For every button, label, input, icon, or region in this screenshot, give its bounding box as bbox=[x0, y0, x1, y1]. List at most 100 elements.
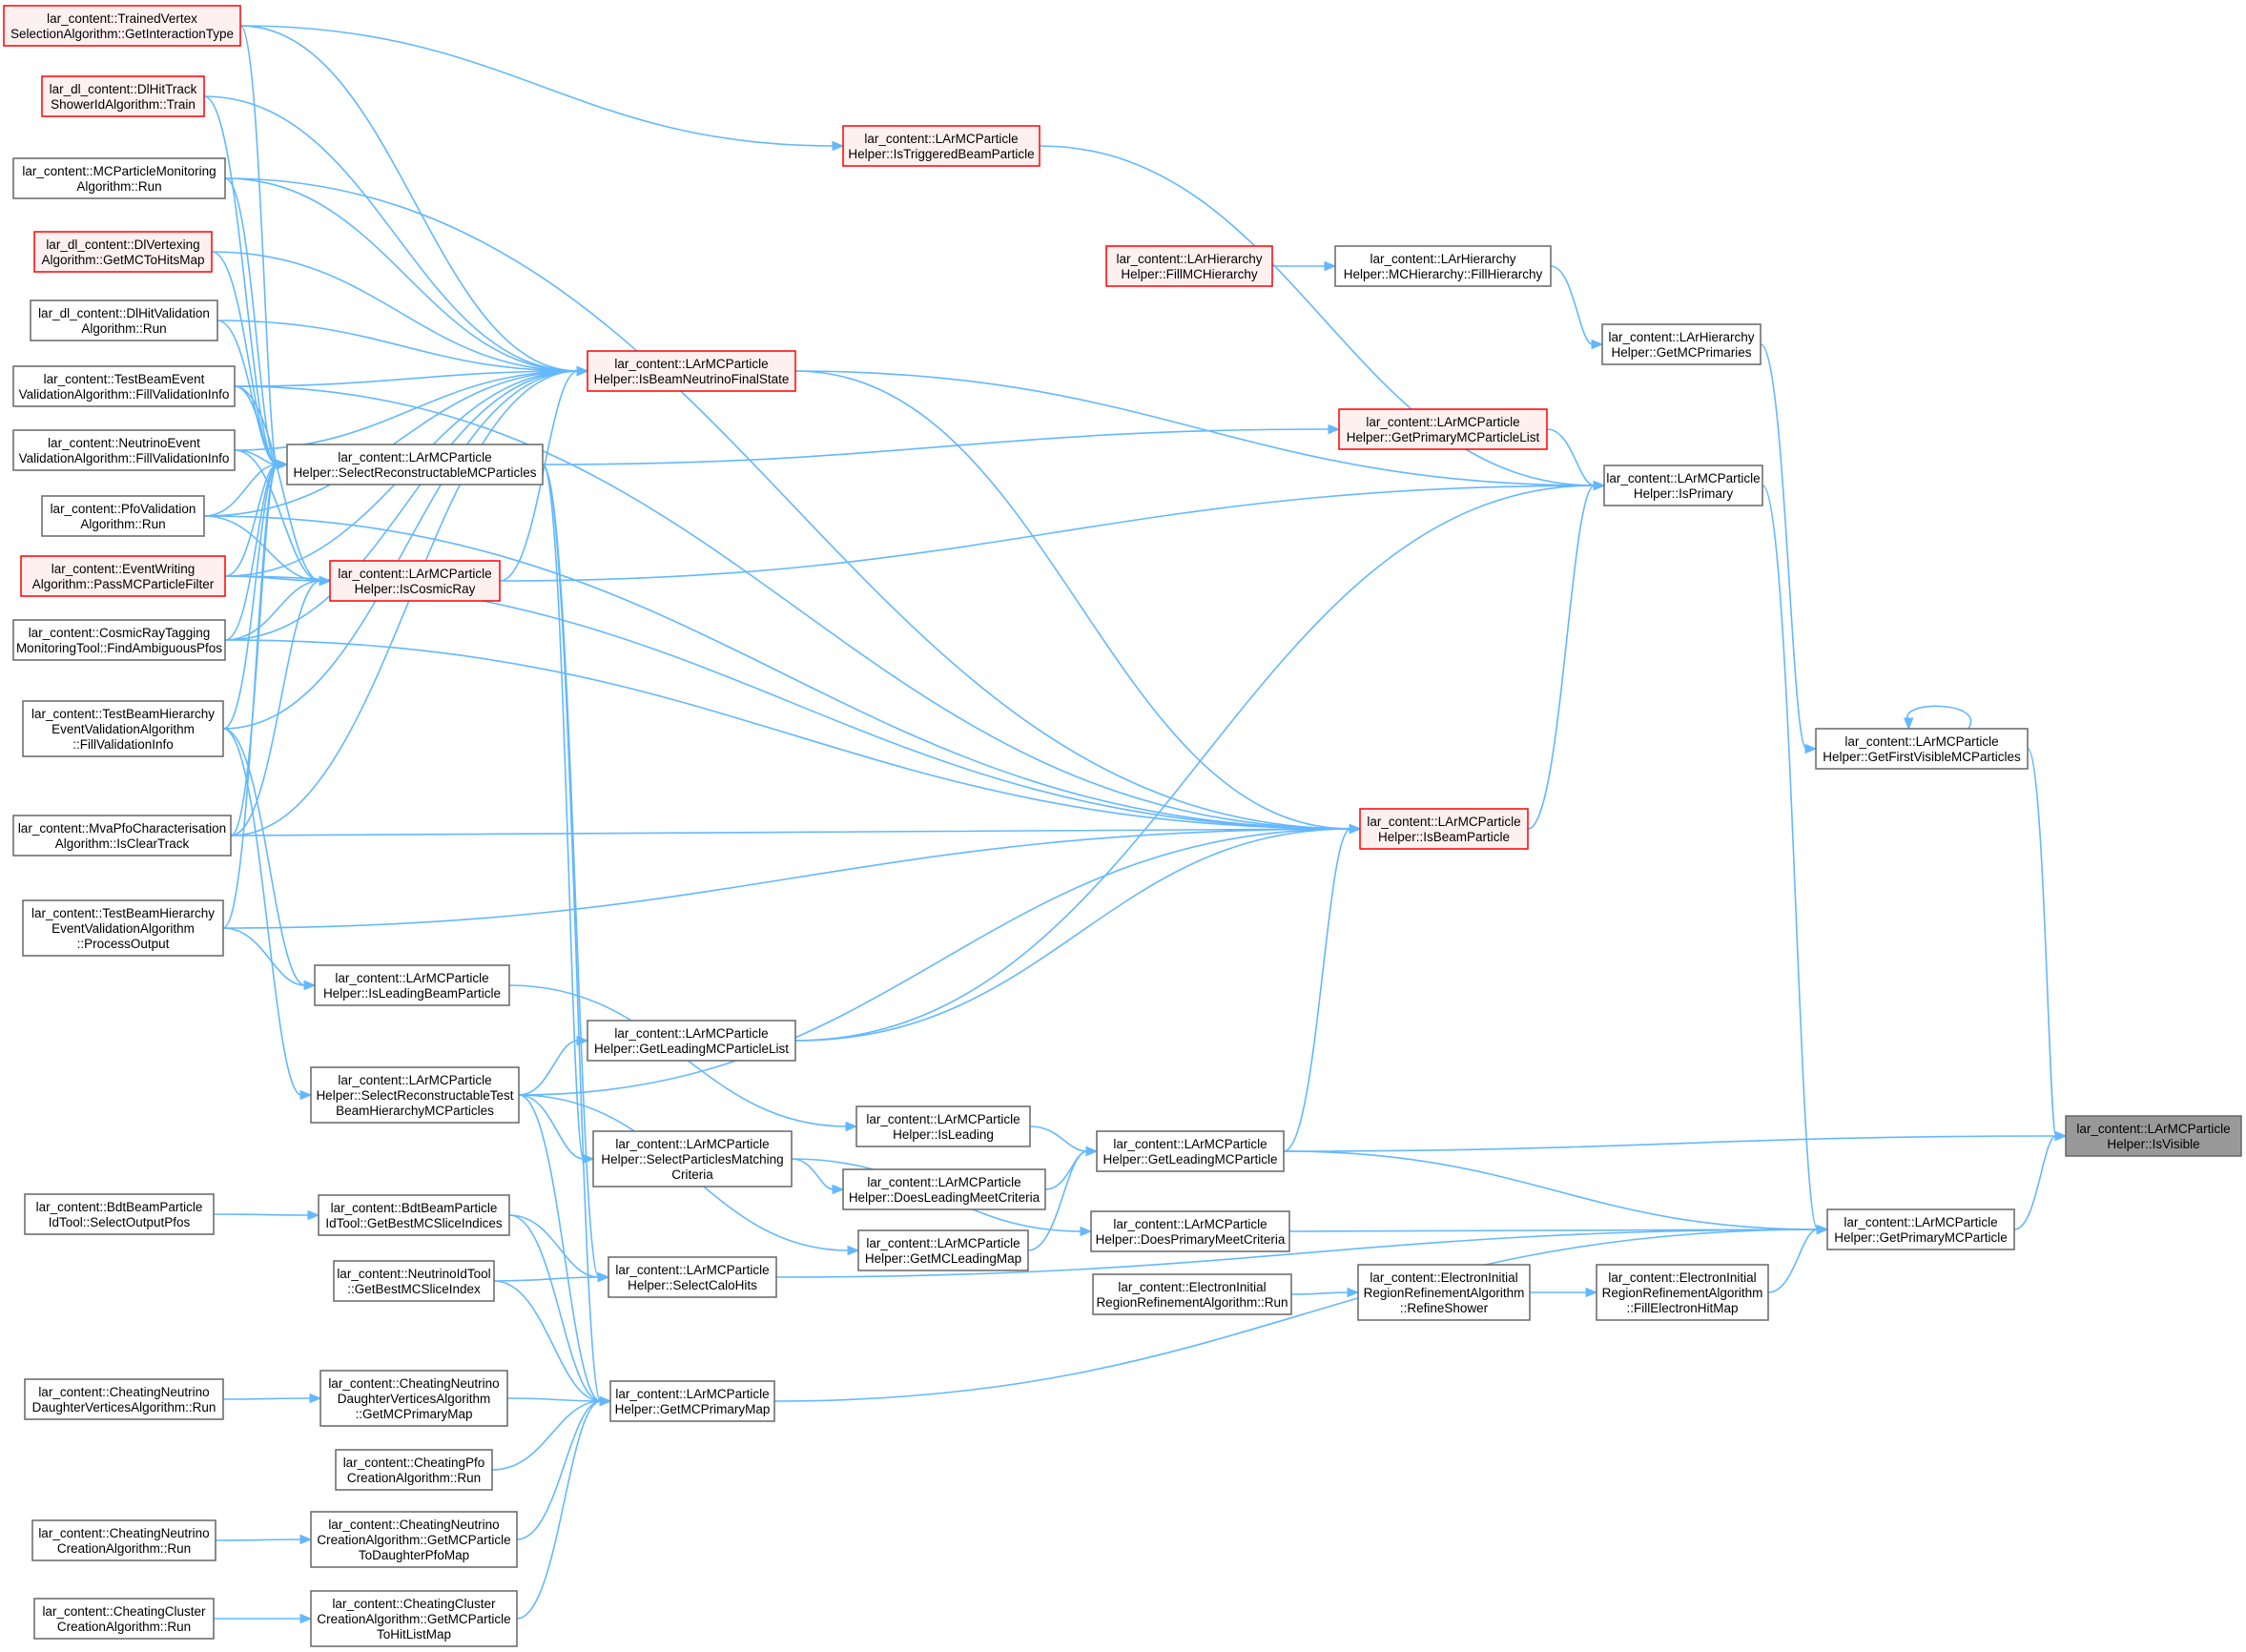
node-box bbox=[1359, 808, 1529, 850]
node-n38[interactable]: lar_content::LArMCParticleHelper::DoesPr… bbox=[1090, 1210, 1290, 1252]
node-label-line: Algorithm::GetMCToHitsMap bbox=[41, 253, 204, 267]
node-n9[interactable]: lar_content::EventWritingAlgorithm::Pass… bbox=[20, 555, 226, 597]
node-label-line: lar_content::LArMCParticle bbox=[864, 132, 1018, 146]
node-n7[interactable]: lar_content::NeutrinoEventValidationAlgo… bbox=[12, 429, 236, 471]
edge-line bbox=[508, 1214, 600, 1278]
node-n45[interactable]: lar_content::LArHierarchyHelper::GetMCPr… bbox=[1601, 323, 1762, 365]
node-n2[interactable]: lar_dl_content::DlHitTrackShowerIdAlgori… bbox=[41, 75, 205, 117]
edge-n29-n42 bbox=[794, 823, 1362, 1042]
node-n20[interactable]: lar_content::LArMCParticleHelper::IsLead… bbox=[314, 964, 510, 1006]
node-label-line: Algorithm::PassMCParticleFilter bbox=[32, 577, 215, 591]
node-n18[interactable]: lar_content::LArMCParticleHelper::Select… bbox=[286, 444, 544, 485]
node-label-line: lar_content::LArMCParticle bbox=[1113, 1217, 1267, 1231]
edge-n11-n21 bbox=[222, 728, 313, 1101]
node-n24[interactable]: lar_content::CheatingNeutrinoDaughterVer… bbox=[319, 1370, 508, 1427]
edge-arrowhead bbox=[845, 1121, 858, 1132]
node-n33[interactable]: lar_content::LArMCParticleHelper::IsTrig… bbox=[842, 125, 1041, 167]
edge-arrowhead bbox=[1591, 339, 1604, 350]
node-label-line: Criteria bbox=[671, 1167, 713, 1182]
node-n49[interactable]: lar_content::LArMCParticleHelper::GetPri… bbox=[1826, 1208, 2015, 1250]
node-n5[interactable]: lar_dl_content::DlHitValidationAlgorithm… bbox=[30, 299, 218, 341]
node-n11[interactable]: lar_content::TestBeamHierarchyEventValid… bbox=[22, 700, 224, 757]
node-n50[interactable]: lar_content::LArMCParticleHelper::IsVisi… bbox=[2065, 1115, 2242, 1157]
edge-line bbox=[518, 828, 1351, 1096]
node-n32[interactable]: lar_content::LArMCParticleHelper::GetMCP… bbox=[609, 1380, 775, 1422]
node-n36[interactable]: lar_content::LArMCParticleHelper::GetMCL… bbox=[857, 1229, 1029, 1271]
node-n35[interactable]: lar_content::LArMCParticleHelper::DoesLe… bbox=[842, 1168, 1046, 1210]
node-n46[interactable]: lar_content::LArMCParticleHelper::IsPrim… bbox=[1603, 465, 1763, 506]
node-n30[interactable]: lar_content::LArMCParticleHelper::Select… bbox=[592, 1130, 793, 1187]
node-box bbox=[12, 429, 236, 471]
node-box bbox=[24, 1378, 224, 1420]
edge-line bbox=[775, 1229, 1819, 1278]
node-box bbox=[608, 1256, 777, 1298]
node-label-line: Helper::IsBeamParticle bbox=[1378, 830, 1510, 844]
edge-line bbox=[1283, 828, 1351, 1152]
node-n34[interactable]: lar_content::LArMCParticleHelper::IsLead… bbox=[855, 1105, 1031, 1147]
node-n12[interactable]: lar_content::MvaPfoCharacterisationAlgor… bbox=[12, 815, 232, 857]
node-label-line: RegionRefinementAlgorithm::Run bbox=[1096, 1295, 1288, 1310]
node-n42[interactable]: lar_content::LArMCParticleHelper::IsBeam… bbox=[1359, 808, 1529, 850]
node-n28[interactable]: lar_content::LArMCParticleHelper::IsBeam… bbox=[587, 350, 796, 392]
edge-line bbox=[213, 1213, 310, 1216]
node-n6[interactable]: lar_content::TestBeamEventValidationAlgo… bbox=[12, 365, 236, 407]
edge-n27-n32 bbox=[516, 1395, 612, 1620]
node-box bbox=[318, 1194, 510, 1236]
node-label-line: lar_content::LArMCParticle bbox=[615, 1387, 769, 1401]
node-n31[interactable]: lar_content::LArMCParticleHelper::Select… bbox=[608, 1256, 777, 1298]
edge-arrowhead bbox=[576, 1035, 589, 1046]
edge-line bbox=[234, 385, 321, 582]
node-n13[interactable]: lar_content::TestBeamHierarchyEventValid… bbox=[22, 899, 224, 957]
node-n26[interactable]: lar_content::CheatingNeutrinoCreationAlg… bbox=[310, 1511, 518, 1568]
edge-n40-n41 bbox=[1272, 260, 1337, 272]
node-box bbox=[2065, 1115, 2242, 1157]
node-box bbox=[33, 231, 213, 273]
edge-line bbox=[1546, 428, 1596, 486]
node-n14[interactable]: lar_content::BdtBeamParticleIdTool::Sele… bbox=[24, 1193, 215, 1235]
node-n17[interactable]: lar_content::CheatingClusterCreationAlgo… bbox=[33, 1598, 215, 1640]
node-n47[interactable]: lar_content::ElectronInitialRegionRefine… bbox=[1596, 1264, 1769, 1321]
node-n22[interactable]: lar_content::BdtBeamParticleIdTool::GetB… bbox=[318, 1194, 510, 1236]
edge-line bbox=[234, 385, 1351, 830]
node-label-line: lar_content::CheatingNeutrino bbox=[38, 1385, 209, 1399]
node-n4[interactable]: lar_dl_content::DlVertexingAlgorithm::Ge… bbox=[33, 231, 213, 273]
node-n40[interactable]: lar_content::LArHierarchyHelper::FillMCH… bbox=[1105, 245, 1273, 287]
edge-n43-n46 bbox=[1546, 428, 1606, 491]
node-label-line: ValidationAlgorithm::FillValidationInfo bbox=[19, 387, 230, 402]
node-n48[interactable]: lar_content::LArMCParticleHelper::GetFir… bbox=[1815, 728, 2029, 770]
node-n19[interactable]: lar_content::LArMCParticleHelper::IsCosm… bbox=[329, 560, 501, 602]
node-label-line: lar_content::NeutrinoEvent bbox=[48, 436, 200, 450]
node-box bbox=[30, 299, 218, 341]
node-label-line: Helper::GetMCLeadingMap bbox=[865, 1251, 1021, 1266]
node-label-line: CreationAlgorithm::GetMCParticle bbox=[317, 1612, 510, 1626]
node-n37[interactable]: lar_content::LArMCParticleHelper::GetLea… bbox=[1096, 1130, 1285, 1172]
node-label-line: lar_content::LArMCParticle bbox=[614, 357, 768, 371]
node-n44[interactable]: lar_content::ElectronInitialRegionRefine… bbox=[1357, 1264, 1531, 1321]
node-n3[interactable]: lar_content::MCParticleMonitoringAlgorit… bbox=[12, 157, 226, 199]
node-n1[interactable]: lar_content::TrainedVertexSelectionAlgor… bbox=[3, 5, 241, 47]
node-n29[interactable]: lar_content::LArMCParticleHelper::GetLea… bbox=[587, 1020, 796, 1062]
node-n43[interactable]: lar_content::LArMCParticleHelper::GetPri… bbox=[1338, 408, 1548, 450]
node-n15[interactable]: lar_content::CheatingNeutrinoDaughterVer… bbox=[24, 1378, 224, 1420]
edge-line bbox=[224, 177, 1351, 830]
edge-n25-n32 bbox=[491, 1395, 612, 1471]
node-n27[interactable]: lar_content::CheatingClusterCreationAlgo… bbox=[310, 1590, 518, 1647]
node-label-line: ::RefineShower bbox=[1400, 1301, 1489, 1315]
edge-arrowhead bbox=[299, 1089, 313, 1101]
node-n39[interactable]: lar_content::ElectronInitialRegionRefine… bbox=[1092, 1273, 1292, 1315]
node-n41[interactable]: lar_content::LArHierarchyHelper::MCHiera… bbox=[1334, 245, 1552, 287]
node-n23[interactable]: lar_content::NeutrinoIdTool::GetBestMCSl… bbox=[333, 1260, 495, 1302]
edge-line bbox=[234, 449, 321, 582]
node-n10[interactable]: lar_content::CosmicRayTaggingMonitoringT… bbox=[12, 619, 226, 661]
node-n16[interactable]: lar_content::CheatingNeutrinoCreationAlg… bbox=[31, 1519, 216, 1561]
edge-line bbox=[222, 728, 302, 1096]
node-box bbox=[12, 815, 232, 857]
node-label-line: Helper::FillMCHierarchy bbox=[1121, 267, 1258, 281]
node-label-line: lar_content::LArMCParticle bbox=[1844, 734, 1998, 749]
node-n21[interactable]: lar_content::LArMCParticleHelper::Select… bbox=[310, 1066, 520, 1124]
node-box bbox=[1090, 1210, 1290, 1252]
node-n25[interactable]: lar_content::CheatingPfoCreationAlgorith… bbox=[335, 1449, 493, 1491]
node-box bbox=[31, 1519, 216, 1561]
